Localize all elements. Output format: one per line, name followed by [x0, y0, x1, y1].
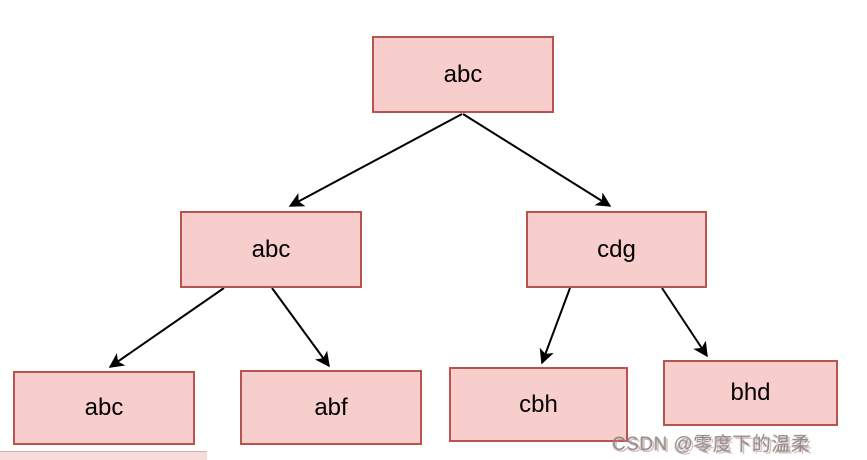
cutoff-shape-bottom-left [0, 451, 207, 460]
tree-node-level3-child4: bhd [663, 360, 838, 426]
edge-root-to-level2-left [288, 113, 463, 207]
tree-node-level3-child2: abf [240, 370, 422, 445]
tree-node-level2-left: abc [180, 211, 362, 288]
csdn-watermark: CSDN @零度下的温柔 [612, 434, 811, 455]
edge-level2-right-to-child4 [661, 287, 708, 358]
tree-node-level2-left-label: abc [251, 235, 291, 263]
tree-node-root: abc [372, 36, 554, 113]
edge-root-to-level2-right [462, 113, 612, 207]
tree-node-level3-child2-label: abf [314, 393, 348, 421]
tree-node-level2-right: cdg [526, 211, 707, 288]
tree-node-level3-child4-label: bhd [730, 379, 771, 406]
edge-level2-left-to-child2 [271, 287, 330, 368]
tree-node-root-label: abc [443, 60, 483, 88]
edge-level2-right-to-child3 [539, 287, 571, 365]
tree-node-level3-child1: abc [13, 371, 195, 445]
tree-node-level3-child1-label: abc [84, 394, 124, 421]
tree-node-level3-child3-label: cbh [519, 390, 558, 418]
edge-level2-left-to-child1 [108, 287, 225, 368]
tree-node-level2-right-label: cdg [597, 235, 636, 263]
tree-node-level3-child3: cbh [449, 367, 628, 442]
